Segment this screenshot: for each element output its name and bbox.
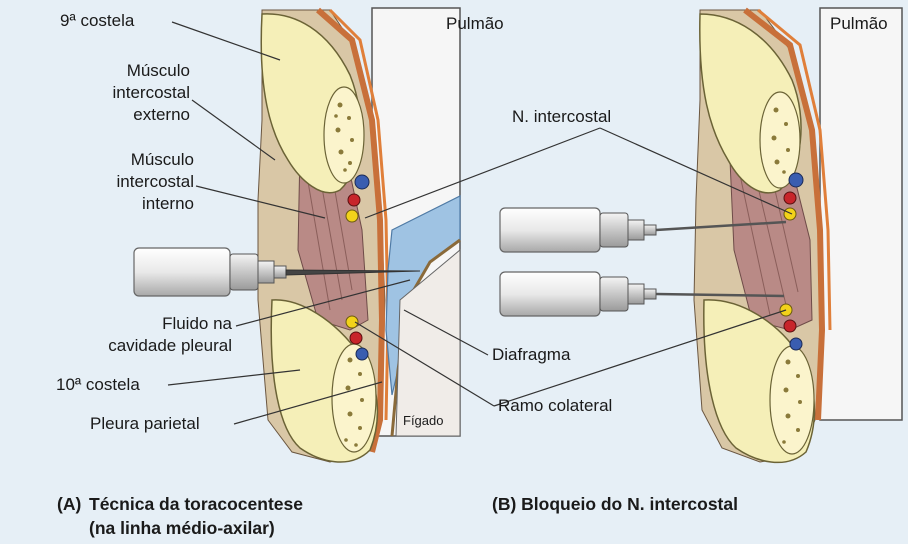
panel-b-lower-neurovascular-bundle bbox=[779, 303, 803, 351]
intercostal-nerve-label: N. intercostal bbox=[512, 107, 612, 126]
panel-a-liver-label: Fígado bbox=[403, 413, 444, 428]
rib-10-label: 10ª costela bbox=[56, 375, 140, 394]
panel-b-lower-syringe bbox=[499, 271, 785, 317]
panel-b-upper-syringe bbox=[499, 207, 787, 253]
external-intercostal-muscle-label: Músculo intercostal externo bbox=[112, 61, 190, 124]
panel-b-lung bbox=[819, 7, 903, 421]
panel-b-upper-neurovascular-bundle bbox=[783, 172, 804, 221]
panel-a-illustration bbox=[133, 7, 461, 463]
panel-a-syringe bbox=[133, 247, 421, 297]
diaphragm-label: Diafragma bbox=[492, 345, 571, 364]
rib-9-label: 9ª costela bbox=[60, 11, 135, 30]
panel-a-caption-letter: (A) bbox=[57, 494, 82, 514]
panel-b-caption: (B) Bloqueio do N. intercostal bbox=[492, 494, 738, 514]
internal-intercostal-muscle-label: Músculo intercostal interno bbox=[116, 150, 194, 213]
panel-a-parietal-pleura bbox=[316, 7, 386, 453]
panel-a-upper-neurovascular-bundle bbox=[345, 174, 370, 223]
panel-b-parietal-pleura bbox=[743, 7, 826, 421]
panel-a-liver bbox=[395, 248, 461, 437]
collateral-branch-label: Ramo colateral bbox=[498, 396, 613, 415]
pleural-fluid-label: Fluido na cavidade pleural bbox=[108, 314, 232, 355]
parietal-pleura-label: Pleura parietal bbox=[90, 414, 200, 433]
leader-lines bbox=[167, 21, 793, 425]
panel-b-illustration bbox=[499, 7, 903, 464]
panel-b-lung-label: Pulmão bbox=[830, 14, 888, 33]
panel-a-lower-neurovascular-bundle bbox=[345, 315, 369, 361]
panel-a-caption: Técnica da toracocentese (na linha médio… bbox=[89, 494, 303, 538]
panel-a-lung-label: Pulmão bbox=[446, 14, 504, 33]
